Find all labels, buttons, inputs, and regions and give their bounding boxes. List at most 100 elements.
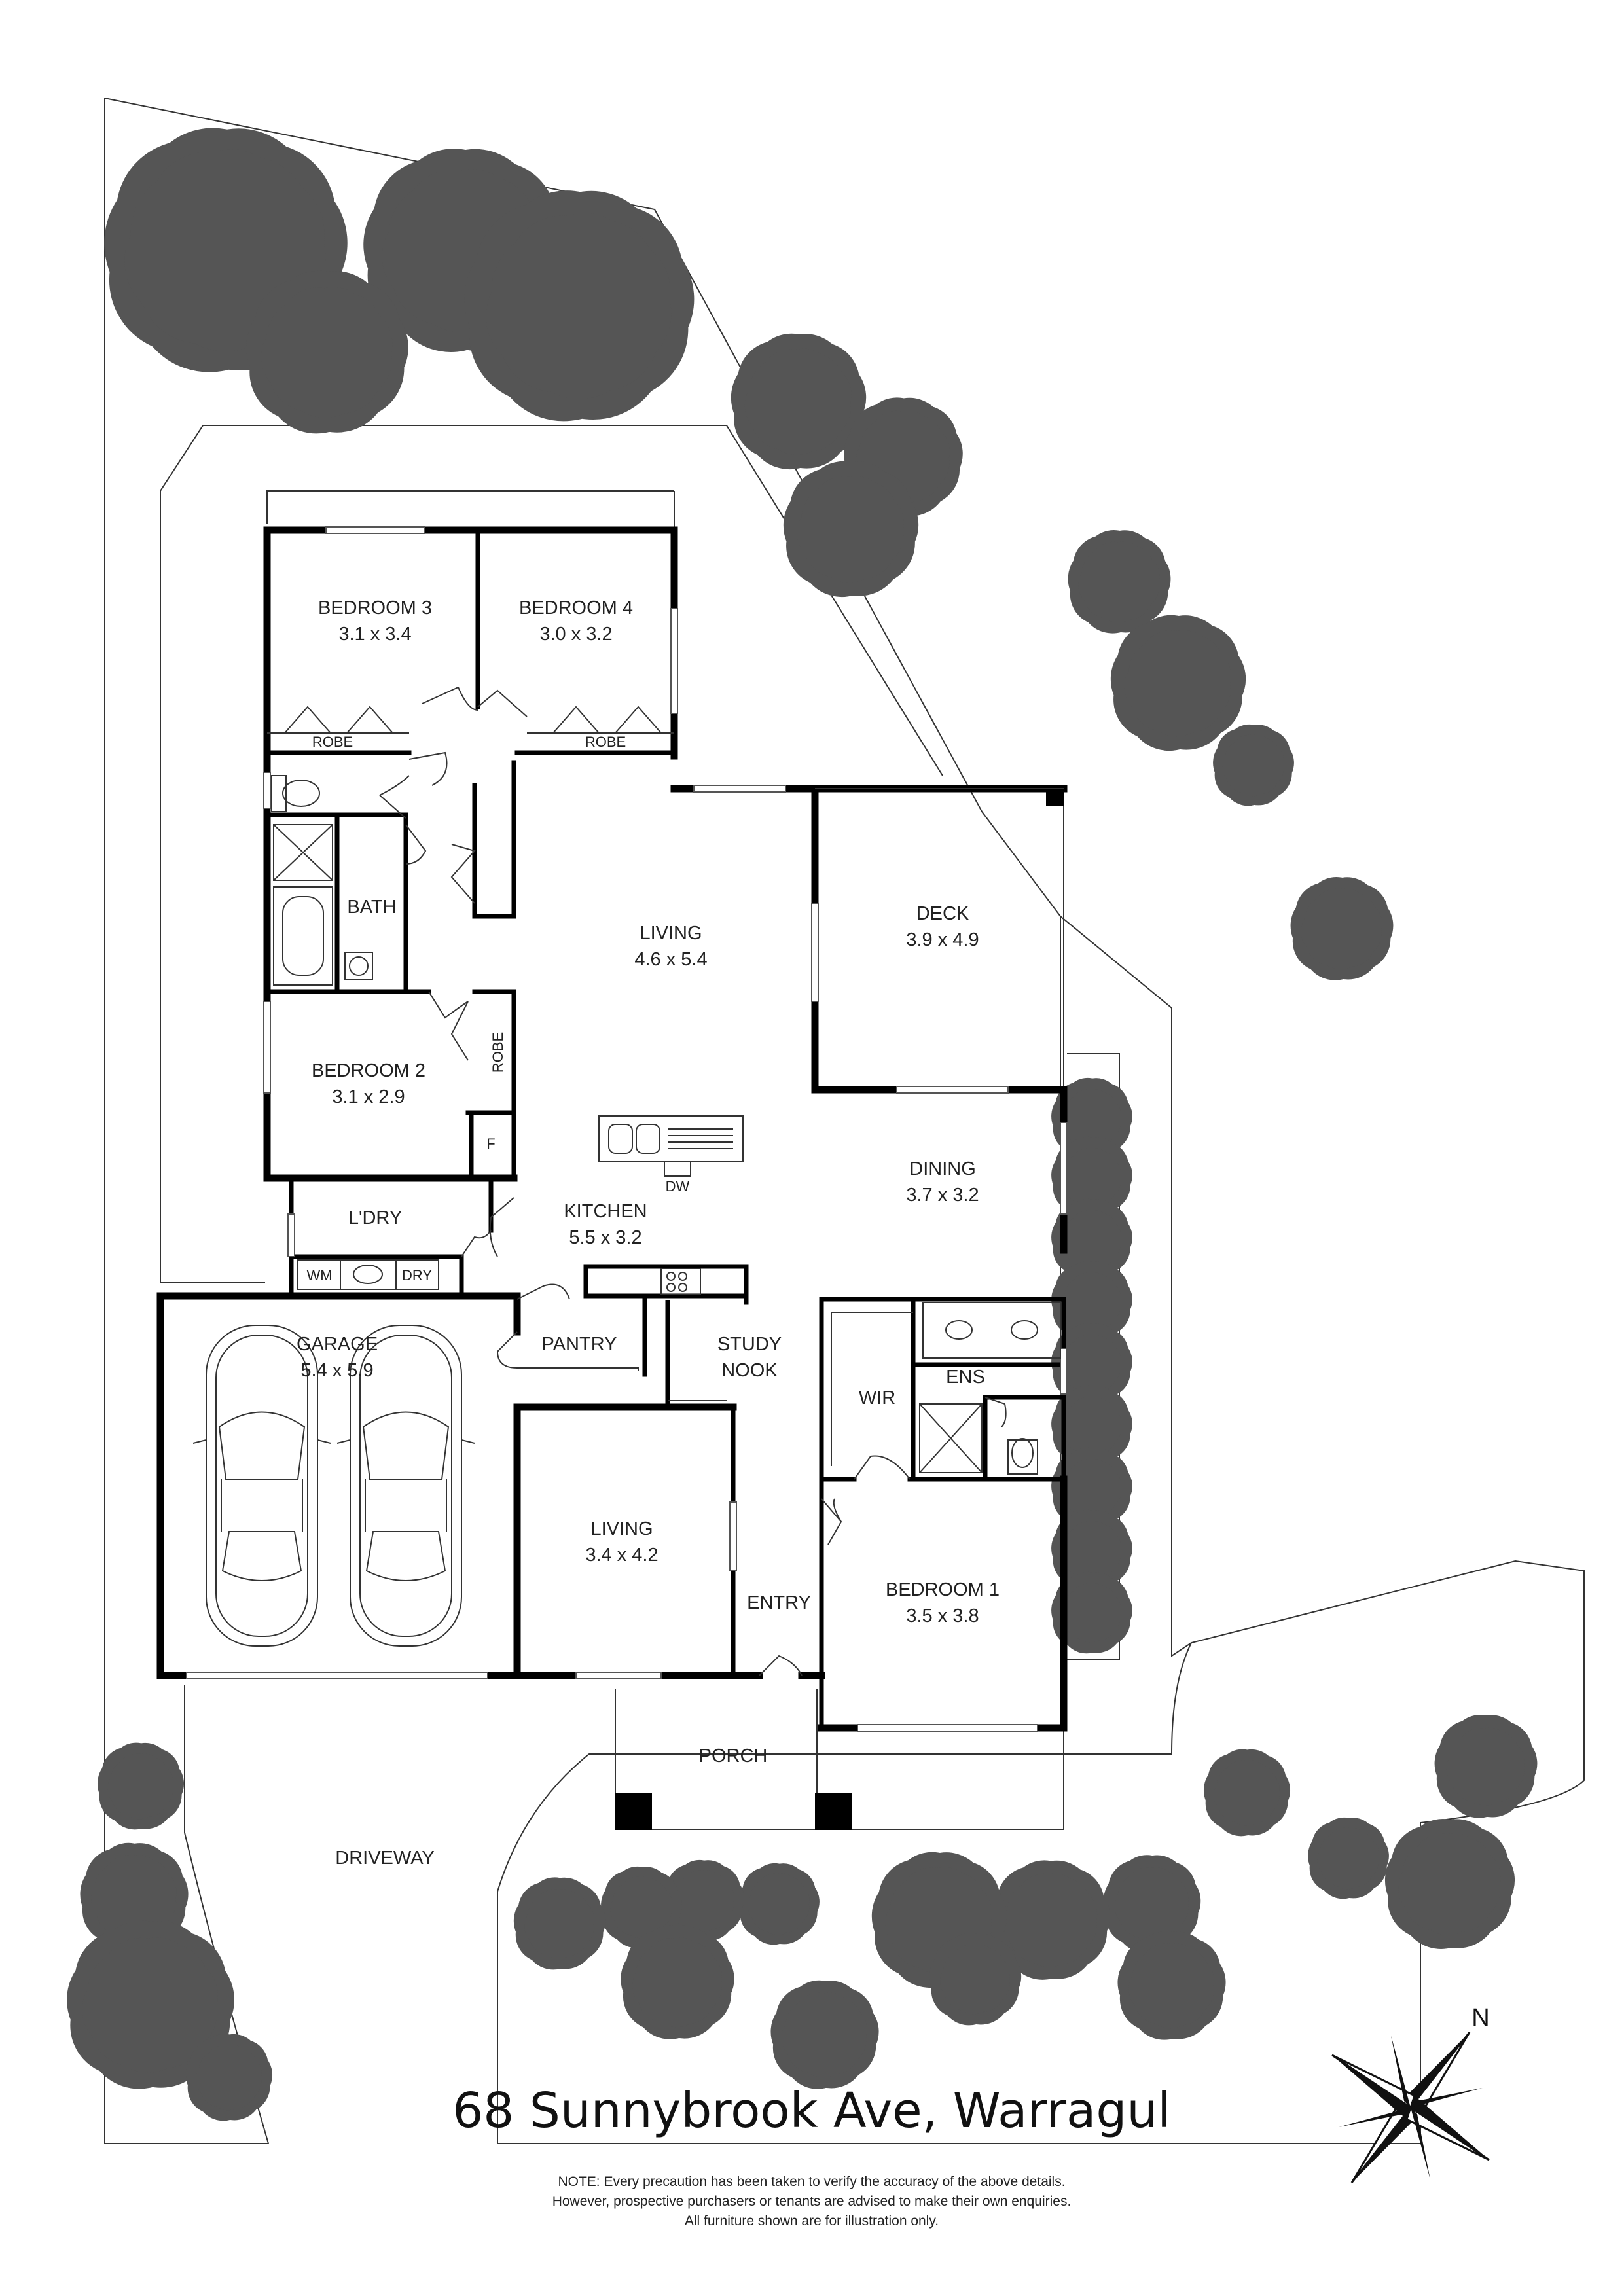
dishwasher-label: DW	[666, 1178, 690, 1194]
tree	[1327, 1837, 1369, 1879]
tree	[683, 1880, 725, 1922]
tree	[1314, 901, 1369, 956]
garage-size: 5.4 x 5.9	[300, 1360, 373, 1381]
washing-machine-label: WM	[306, 1267, 332, 1283]
tree	[1071, 1281, 1113, 1323]
tree	[1071, 1343, 1113, 1385]
garage-label: GARAGE	[297, 1334, 378, 1355]
windows	[186, 526, 1068, 1732]
tree	[118, 1764, 163, 1809]
bedroom3-size: 3.1 x 3.4	[338, 624, 411, 645]
tree	[1142, 647, 1214, 719]
tree	[1071, 1530, 1113, 1571]
bathtub-icon	[273, 886, 333, 986]
car-icon	[192, 1325, 331, 1647]
laundry-label: L'DRY	[348, 1208, 402, 1229]
porch-post	[815, 1793, 852, 1830]
bedroom2-label: BEDROOM 2	[312, 1060, 425, 1081]
window	[325, 526, 425, 534]
tree	[1071, 1592, 1113, 1634]
shower-icon	[273, 824, 333, 881]
tree	[283, 308, 372, 397]
bedroom1-label: BEDROOM 1	[886, 1579, 1000, 1600]
window	[186, 1672, 488, 1679]
tree	[815, 493, 887, 565]
tree	[105, 1959, 197, 2051]
bedroom4-size: 3.0 x 3.2	[539, 624, 612, 645]
disclaimer-line3: All furniture shown are for illustration…	[685, 2214, 939, 2229]
porch-label: PORCH	[699, 1746, 768, 1767]
tree	[536, 1899, 584, 1947]
tree	[1143, 1957, 1200, 2015]
ensuite-toilet-icon	[1007, 1438, 1038, 1475]
disclaimer-line2: However, prospective purchasers or tenan…	[552, 2194, 1072, 2209]
tree	[1225, 1770, 1269, 1816]
window	[263, 1001, 271, 1094]
deck-size: 3.9 x 4.9	[906, 929, 979, 950]
pantry-label: PANTRY	[542, 1334, 617, 1355]
kitchen-label: KITCHEN	[564, 1201, 647, 1222]
tree	[519, 245, 641, 367]
window	[1060, 1348, 1068, 1395]
bedroom2-size: 3.1 x 2.9	[332, 1086, 405, 1107]
tree	[1233, 744, 1274, 786]
window	[1060, 1122, 1068, 1215]
tree	[952, 1955, 1000, 2003]
bedroom1-size: 3.5 x 3.8	[906, 1605, 979, 1626]
sink-icon	[344, 952, 373, 980]
porch-post	[615, 1793, 652, 1830]
bath-label: BATH	[347, 897, 396, 918]
tree	[207, 2055, 251, 2100]
tree	[1127, 1878, 1178, 1929]
tree	[1415, 1850, 1485, 1919]
entry-label: ENTRY	[747, 1592, 811, 1613]
study-nook-label-line1: STUDY	[717, 1334, 782, 1355]
kitchen-size: 5.5 x 3.2	[569, 1227, 641, 1248]
laundry-appliances	[297, 1259, 439, 1290]
tree	[1071, 1157, 1113, 1198]
tree	[1071, 1467, 1113, 1509]
tree	[621, 1886, 662, 1928]
window	[693, 785, 786, 793]
living-main-size: 4.6 x 5.4	[634, 949, 707, 970]
ensuite-label: ENS	[946, 1367, 985, 1388]
fixtures	[271, 775, 1064, 1830]
toilet-icon	[271, 775, 320, 812]
tree	[105, 1869, 163, 1927]
window	[575, 1672, 662, 1679]
robe4-label: ROBE	[585, 734, 626, 750]
dining-size: 3.7 x 3.2	[906, 1185, 979, 1206]
ensuite-vanity	[922, 1302, 1061, 1359]
window	[263, 772, 271, 809]
dryer-label: DRY	[402, 1267, 432, 1283]
living-front-label: LIVING	[590, 1518, 653, 1539]
window	[857, 1724, 1038, 1732]
bedroom3-label: BEDROOM 3	[318, 598, 432, 619]
living-front-size: 3.4 x 4.2	[585, 1545, 658, 1566]
tree	[1071, 1098, 1113, 1139]
fridge-label: F	[486, 1136, 495, 1152]
driveway-label: DRIVEWAY	[335, 1848, 434, 1869]
robe2-label: ROBE	[490, 1032, 506, 1073]
kitchen-island	[598, 1115, 744, 1177]
living-main-label: LIVING	[640, 923, 702, 944]
study-nook-label-line2: NOOK	[721, 1360, 778, 1381]
disclaimer-line1: NOTE: Every precaution has been taken to…	[558, 2174, 1065, 2189]
doors	[267, 687, 1007, 1676]
window	[287, 1213, 295, 1257]
room-labels: BEDROOM 3 3.1 x 3.4 BEDROOM 4 3.0 x 3.2 …	[297, 598, 1000, 1869]
bedroom4-label: BEDROOM 4	[519, 598, 633, 619]
tree	[1460, 1740, 1513, 1793]
property-address: 68 Sunnybrook Ave, Warragul	[452, 2083, 1171, 2139]
compass-icon	[1331, 2032, 1490, 2183]
wir-label: WIR	[859, 1388, 895, 1408]
tree	[758, 1883, 800, 1925]
dining-label: DINING	[909, 1158, 976, 1179]
robe3-label: ROBE	[312, 734, 353, 750]
compass-north-label: N	[1471, 2004, 1489, 2032]
window	[670, 608, 678, 714]
tree	[1092, 554, 1147, 609]
tree	[796, 2006, 854, 2064]
deck-label: DECK	[916, 903, 969, 924]
